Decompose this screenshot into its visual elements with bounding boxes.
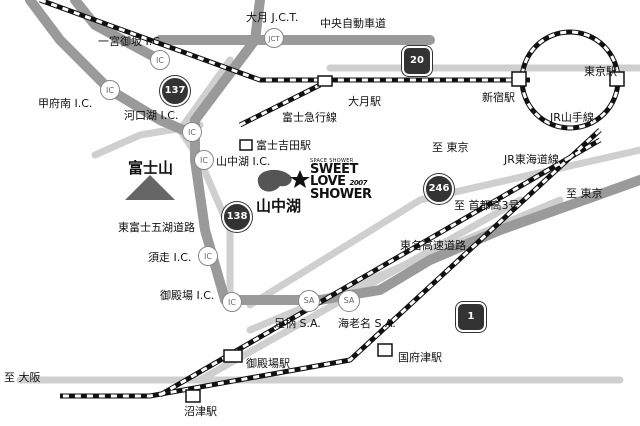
label-jr-yamanote-line: JR山手線 [550, 111, 594, 124]
yamanakako-ic-marker: IC [194, 150, 214, 170]
event-logo-line3: SHOWER [310, 187, 372, 202]
tokyo-station-marker [609, 71, 625, 87]
higashi-fuji-goko-road-line [190, 155, 230, 305]
label-mt-fuji: 富士山 [128, 159, 174, 177]
route-138-shield: 138 [222, 202, 252, 232]
event-logo: SPACE SHOWER SWEET LOVE 2007 SHOWER [310, 158, 372, 202]
label-tomei-expressway: 東名高速道路 [400, 239, 466, 252]
shinjuku-station-marker [511, 71, 527, 87]
label-jr-tokaido-line: JR東海道線 [504, 153, 559, 166]
chuo-rail-line [39, 0, 530, 83]
label-kawaguchiko-ic: 河口湖 I.C. [124, 109, 179, 122]
label-fujiyoshida-station: 富士吉田駅 [256, 139, 311, 152]
gotemba-station-marker [223, 349, 243, 363]
label-to-shuto-3: 至 首都高3号 [454, 199, 520, 212]
expressway-misaka [70, 0, 165, 65]
label-ichinomiya-misaka-ic: 一宮御坂 I.C. [98, 35, 164, 48]
venue-star-icon [290, 170, 310, 188]
label-shinjuku-station: 新宿駅 [482, 91, 515, 104]
misaka-ic-marker: IC [150, 50, 170, 70]
route-246-road [246, 146, 640, 309]
lake-yamanaka-shape [257, 169, 292, 192]
event-logo-small: SPACE SHOWER [310, 158, 354, 164]
label-kofu-minami-ic: 甲府南 I.C. [38, 97, 93, 110]
label-ebina-sa: 海老名 S.A. [338, 317, 396, 330]
route-137-shield: 137 [160, 76, 190, 106]
label-gotemba-station: 御殿場駅 [246, 357, 290, 370]
event-logo-year: 2007 [349, 179, 368, 187]
label-yamanakako-ic: 山中湖 I.C. [216, 155, 271, 168]
label-higashi-fuji-goko-road: 東富士五湖道路 [118, 221, 195, 234]
label-subashiri-ic: 須走 I.C. [148, 251, 192, 264]
label-numazu-station: 沼津駅 [184, 405, 217, 418]
otsuki-jct-marker: JCT [264, 28, 284, 48]
event-logo-line2: LOVE 2007 [310, 174, 368, 189]
label-gotemba-ic: 御殿場 I.C. [160, 289, 215, 302]
otsuki-station-marker [317, 75, 333, 87]
route-20-shield: 20 [402, 46, 432, 76]
ebina-sa-marker: SA [338, 290, 360, 312]
route-1-shield: 1 [456, 302, 486, 332]
kawaguchiko-ic-marker: IC [182, 122, 202, 142]
label-to-tokyo-2: 至 東京 [566, 187, 603, 200]
label-tokyo-station: 東京駅 [584, 65, 617, 78]
numazu-station-marker [185, 389, 201, 403]
label-otsuki-station: 大月駅 [348, 95, 381, 108]
label-to-tokyo-1: 至 東京 [432, 141, 469, 154]
kofu-minami-ic-marker: IC [100, 80, 120, 100]
kozu-station-marker [377, 343, 393, 357]
label-chuo-expressway: 中央自動車道 [320, 17, 386, 30]
mt-fuji-shape [125, 175, 175, 200]
event-logo-line1: SWEET [310, 162, 358, 177]
label-lake-yamanaka: 山中湖 [256, 197, 302, 215]
label-kozu-station: 国府津駅 [398, 351, 442, 364]
subashiri-ic-marker: IC [198, 246, 218, 266]
label-to-osaka: 至 大阪 [4, 371, 41, 384]
fujiyoshida-station-marker [239, 139, 253, 151]
expressway-fujiyoshida [190, 0, 265, 165]
gotemba-ic-marker: IC [222, 292, 242, 312]
label-fujikyu-line: 富士急行線 [282, 111, 337, 124]
ashigara-sa-marker: SA [298, 290, 320, 312]
label-otsuki-jct: 大月 J.C.T. [246, 11, 299, 24]
route-246-shield: 246 [424, 174, 454, 204]
label-ashigara-sa: 足柄 S.A. [274, 317, 321, 330]
